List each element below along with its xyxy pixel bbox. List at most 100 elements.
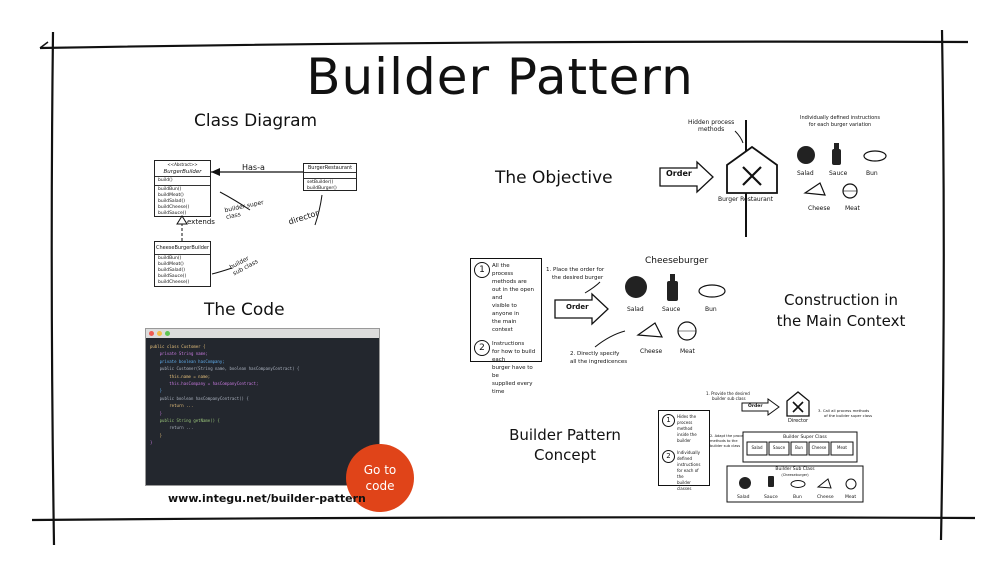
concept-bun-label: Bun — [793, 495, 802, 500]
individually-defined-label: Individually defined instructions for ea… — [800, 115, 880, 129]
note-line: builder classes — [677, 480, 692, 491]
step-line: 3. Call all process methods — [818, 408, 870, 413]
class-stereotype: <<Abstract>> — [167, 162, 198, 167]
code-body: public class Customer { private String n… — [146, 338, 379, 452]
construction-order-label: Order — [566, 303, 589, 311]
super-box-label: Sauce — [772, 445, 786, 450]
salad-icon — [625, 276, 647, 298]
super-box-sauce — [768, 441, 790, 456]
code-line: } — [150, 440, 153, 446]
super-class-pointer — [219, 191, 251, 211]
burger-restaurant-class: BurgerRestaurant setBuilder() buildBurge… — [303, 163, 357, 191]
method: buildSauce() — [158, 211, 187, 216]
note-1: 1 Hides the process method inside the bu… — [659, 411, 709, 447]
code-line: public class Customer { — [150, 344, 206, 349]
cheese-icon — [636, 322, 664, 338]
cheeseburger-label: Cheeseburger — [645, 256, 709, 266]
heading-line: Builder Pattern — [509, 426, 621, 444]
step-line: 2. Directly specify — [570, 351, 620, 357]
concept-step-3: 3. Call all process methods of the build… — [818, 408, 872, 418]
construction-heading: Construction in the Main Context — [766, 290, 916, 332]
note-line: Individually — [677, 450, 700, 455]
concept-diagram — [726, 391, 864, 503]
construction-meat-label: Meat — [680, 348, 695, 355]
method: buildBurger() — [307, 186, 337, 191]
step-line: all the ingredicences — [570, 359, 628, 365]
objective-salad-label: Salad — [797, 170, 814, 177]
objective-sauce-label: Sauce — [829, 170, 848, 177]
code-line: } — [150, 388, 163, 394]
code-editor-window: public class Customer { private String n… — [145, 328, 380, 486]
go-to-code-line2: code — [365, 479, 395, 493]
step-line: 1. Place the order for — [546, 267, 605, 273]
step-line: the desired burger — [552, 275, 604, 281]
cutlery-icon — [742, 166, 762, 186]
bun-icon — [790, 480, 806, 488]
sauce-icon — [667, 281, 678, 301]
objective-bun-label: Bun — [866, 170, 878, 177]
super-box-label: Cheese — [811, 445, 827, 450]
code-line: return ... — [150, 425, 194, 431]
sub-class-label: Builder Sub Class — [775, 467, 815, 472]
method: buildBun() — [158, 256, 182, 261]
heading-line: the Main Context — [776, 312, 906, 330]
director-label: Director — [788, 418, 809, 424]
concept-sauce-label: Sauce — [764, 495, 778, 500]
concept-salad-label: Salad — [737, 495, 750, 500]
minimize-dot-icon — [157, 331, 162, 336]
construction-step-1: 1. Place the order for the desired burge… — [546, 266, 604, 282]
code-line: public boolean hasCompanyContract() { — [150, 395, 249, 401]
step-line: builder sub class — [712, 396, 746, 401]
objective-order-label: Order — [666, 169, 692, 178]
step-line: of the builder super class — [824, 413, 873, 418]
sub-class-pointer — [211, 267, 233, 275]
method: buildSalad() — [158, 268, 186, 273]
heading-line: Concept — [533, 446, 597, 464]
step1-pointer — [584, 281, 601, 294]
objective-diagram — [659, 120, 887, 237]
step-line: 2. Adapt the process — [710, 434, 748, 438]
concept-heading: Builder Pattern Concept — [495, 425, 635, 465]
note-line: defined instructions — [677, 456, 701, 467]
source-url-link[interactable]: www.integu.net/builder-pattern — [168, 492, 366, 505]
construction-cheese-label: Cheese — [640, 348, 663, 355]
construction-notes-box: 1 All the process methods are out in the… — [470, 258, 542, 395]
note-line: Hides the — [677, 414, 697, 419]
class-fields: build() — [155, 177, 210, 186]
has-a-label: Has-a — [242, 163, 265, 172]
method: buildCheese() — [158, 280, 190, 285]
code-line: this.hasCompany = hasCompanyContract; — [150, 381, 259, 387]
code-line: } — [150, 410, 163, 416]
extends-label: extends — [187, 218, 215, 226]
step-line: builder sub class — [710, 444, 741, 448]
order-arrow-icon — [554, 292, 609, 326]
note-1-text: Hides the process method inside the buil… — [677, 414, 706, 444]
bun-icon — [698, 284, 726, 298]
code-line: private String name; — [150, 351, 208, 357]
method: buildBun() — [158, 187, 182, 192]
note-line: inside the builder — [677, 432, 697, 443]
individually-defined-line1: Individually defined instructions — [800, 115, 880, 121]
construction-diagram — [554, 274, 726, 348]
class-fields — [304, 173, 356, 179]
cheeseburger-builder-class: CheeseBurgerBuilder buildBun() buildMeat… — [154, 241, 211, 287]
super-box-salad — [746, 441, 768, 456]
step-line: 1. Provide the desired — [706, 391, 750, 396]
class-diagram-heading: Class Diagram — [194, 111, 318, 131]
super-box-bun — [790, 441, 808, 456]
code-line: } — [150, 432, 163, 438]
objective-meat-label: Meat — [845, 205, 860, 212]
super-box-cheese — [808, 441, 830, 456]
class-name: BurgerBuilder — [155, 168, 210, 177]
number-2-badge: 2 — [662, 450, 675, 463]
note-2: 2 Instructions for how to build each bur… — [471, 337, 541, 399]
salad-icon — [739, 477, 751, 489]
method: buildSalad() — [158, 199, 186, 204]
code-line: this.name = name; — [150, 373, 211, 379]
note-line: burger have to be — [492, 365, 533, 379]
hidden-process-line2: methods — [698, 126, 725, 133]
super-box-label: Meat — [837, 445, 847, 450]
objective-cheese-label: Cheese — [808, 205, 831, 212]
go-to-code-button[interactable]: Go to code — [346, 444, 414, 512]
